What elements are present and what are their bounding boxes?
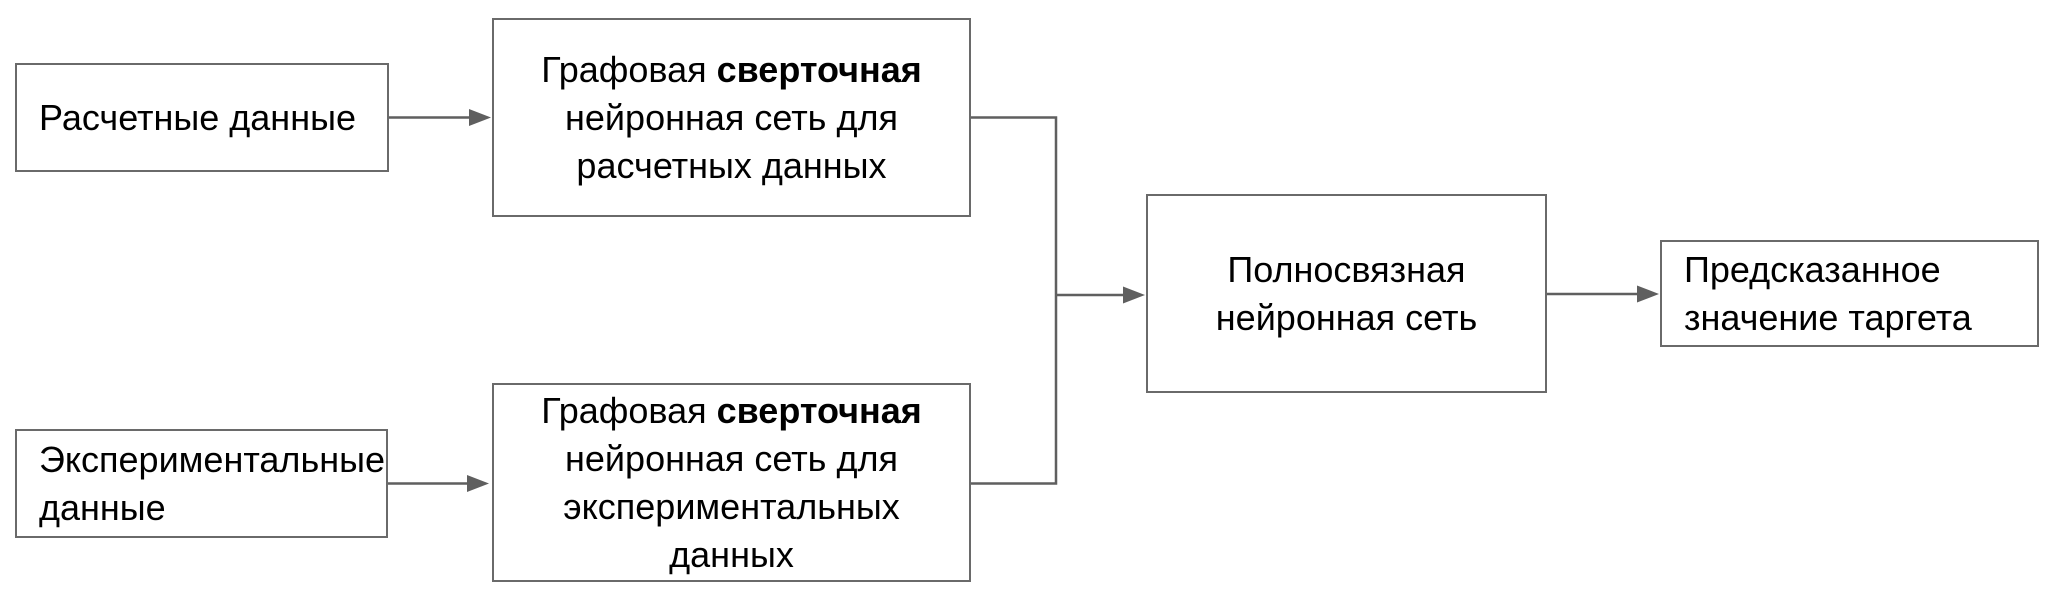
edge-gcn-merge	[971, 116, 1058, 485]
node-predicted-label: Предсказанное значение таргета	[1684, 248, 1972, 338]
arrowhead-fc-net-to-predicted	[1637, 285, 1659, 303]
node-calc-data-label: Расчетные данные	[39, 96, 356, 138]
node-predicted: Предсказанное значение таргета	[1660, 240, 2039, 347]
node-gcn-exp-label-bold: сверточная	[716, 389, 922, 431]
arrowhead-merge-to-fc-net	[1123, 286, 1145, 304]
node-fc-net-label: Полносвязная нейронная сеть	[1215, 248, 1478, 338]
node-gcn-exp: Графовая сверточная нейронная сеть для э…	[492, 383, 971, 582]
node-gcn-exp-label: Графовая сверточная нейронная сеть для э…	[541, 389, 922, 575]
node-gcn-calc: Графовая сверточная нейронная сеть для р…	[492, 18, 971, 217]
node-exp-data: Экспериментальные данные	[15, 429, 388, 538]
node-gcn-calc-label: Графовая сверточная нейронная сеть для р…	[541, 48, 922, 186]
node-exp-data-label: Экспериментальные данные	[39, 438, 385, 528]
node-gcn-calc-label-bold: сверточная	[716, 48, 922, 90]
node-calc-data: Расчетные данные	[15, 63, 389, 172]
arrowhead-exp-data-to-gcn-exp	[467, 475, 489, 492]
node-fc-net: Полносвязная нейронная сеть	[1146, 194, 1547, 393]
arrowhead-calc-data-to-gcn-calc	[469, 109, 491, 126]
